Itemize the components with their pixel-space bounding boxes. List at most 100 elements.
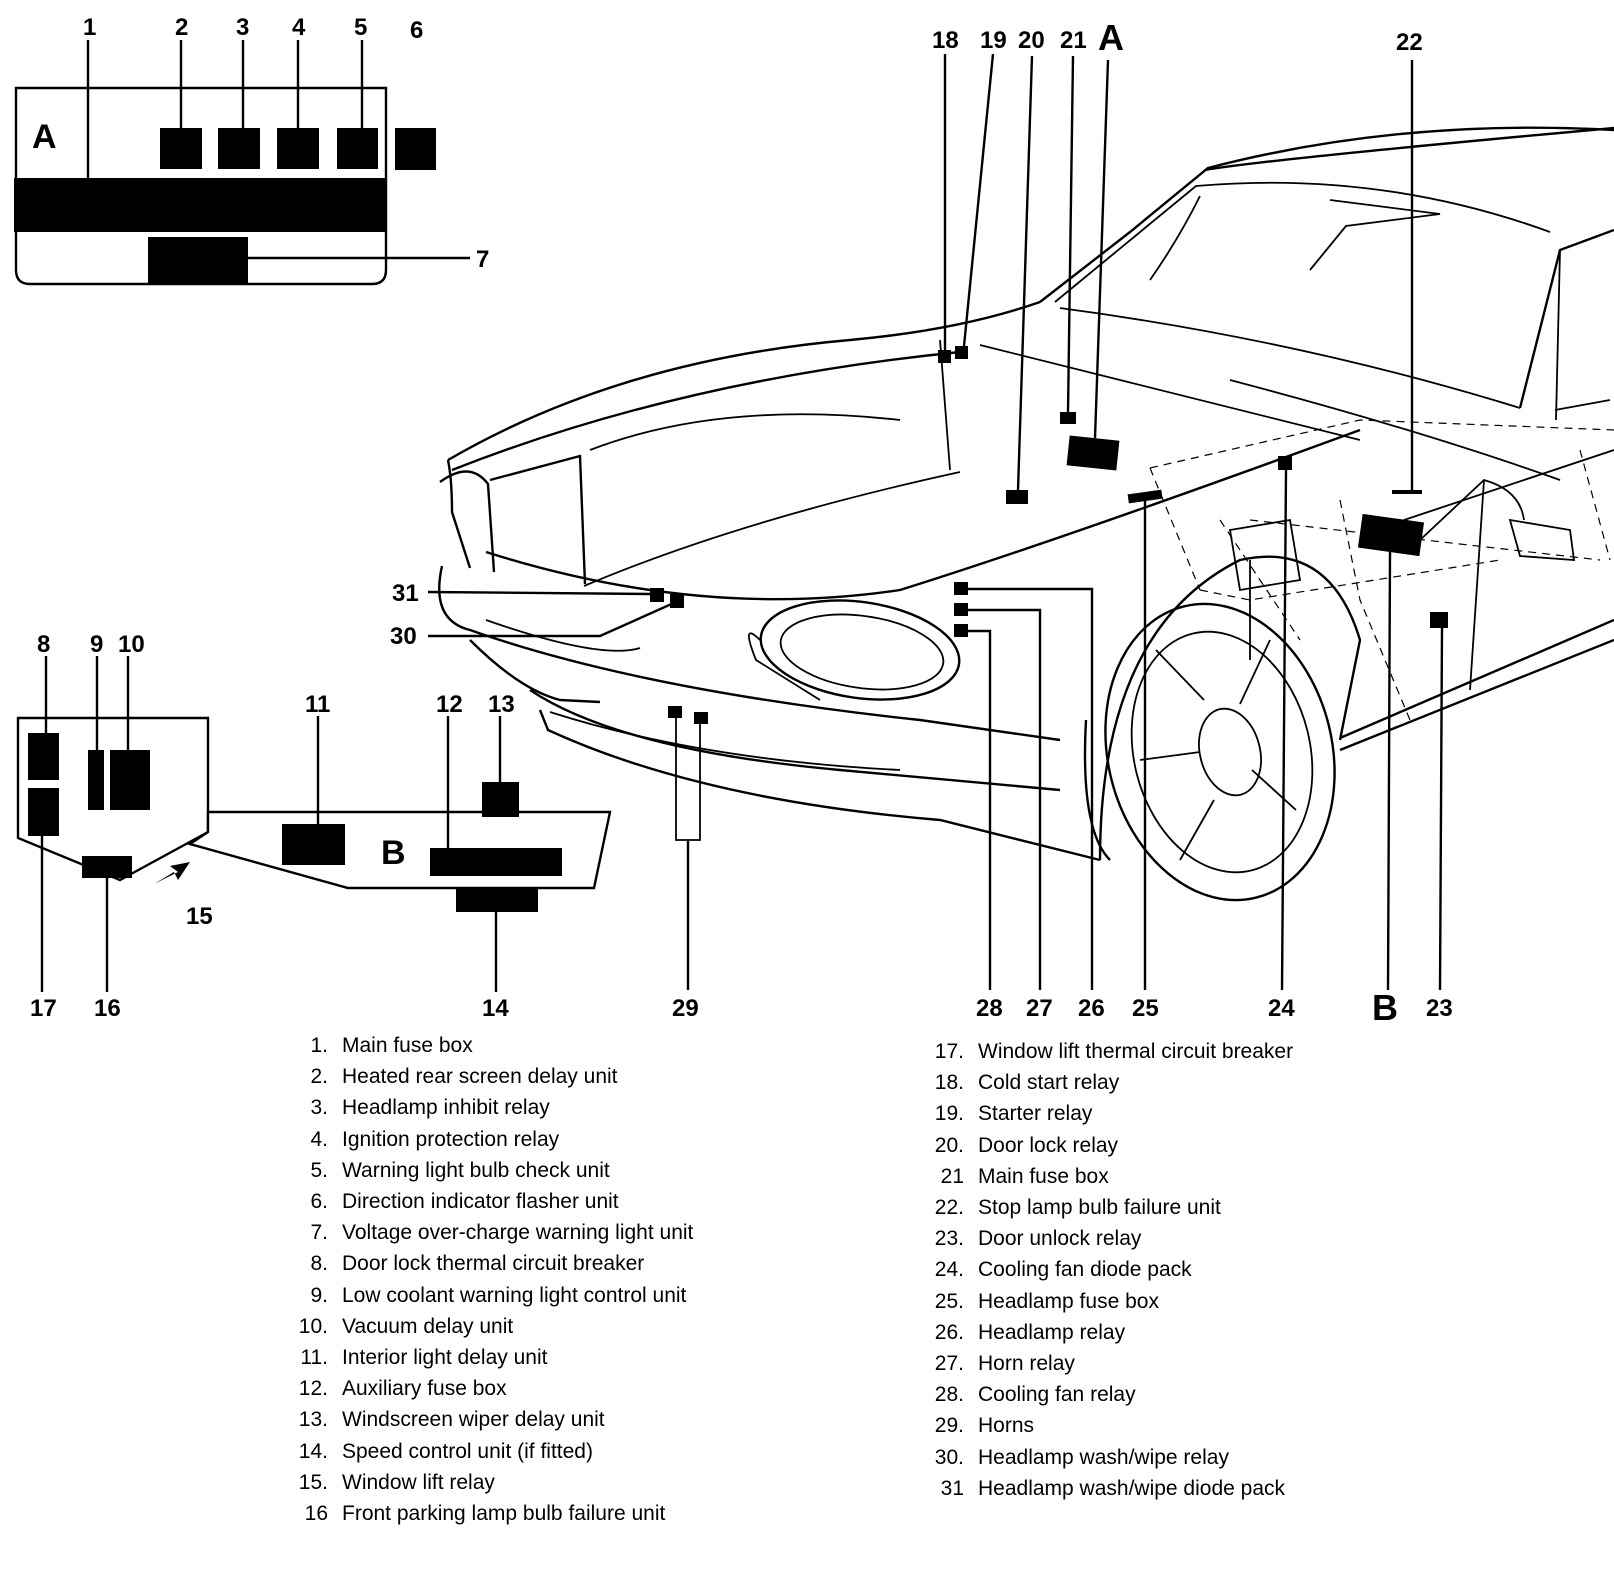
legend-item-label: Speed control unit (if fitted) <box>342 1439 593 1463</box>
car-horn-left <box>668 706 682 718</box>
legend-item-number: 24. <box>934 1258 964 1282</box>
callout-28: 28 <box>976 995 1003 1022</box>
callout-20: 20 <box>1018 27 1045 54</box>
legend-item: 7.Voltage over-charge warning light unit <box>292 1217 693 1248</box>
panel-b-unit-8 <box>28 733 59 780</box>
car-letter-a: A <box>1098 17 1124 58</box>
callout-30: 30 <box>390 623 417 650</box>
car-stop-lamp-unit <box>1357 513 1425 557</box>
legend-item: 5. Warning light bulb check unit <box>292 1155 693 1186</box>
callout-25: 25 <box>1132 995 1159 1022</box>
car-stop-lamp-bracket <box>1392 490 1422 494</box>
callout-6: 6 <box>410 17 423 44</box>
panel-a-letter: A <box>32 118 57 156</box>
callout-3: 3 <box>236 14 249 41</box>
callout-13: 13 <box>488 691 515 718</box>
legend-item: 17.Window lift thermal circuit breaker <box>928 1036 1293 1067</box>
car-headlamp-wash-relay <box>670 594 684 608</box>
panel-b-unit-9 <box>88 750 104 810</box>
legend-item-label: Cooling fan relay <box>978 1383 1136 1407</box>
legend-item-number: 5. <box>310 1158 328 1182</box>
legend-list-left: 1.Main fuse box 2. Heated rear screen dela… <box>292 1030 694 1529</box>
legend-item-label: Ignition protection relay <box>342 1127 560 1151</box>
legend-item: 16 Front parking lamp bulb failure unit <box>292 1498 693 1529</box>
legend-item-number: 15. <box>298 1470 328 1494</box>
car-cold-start-relay <box>938 350 951 363</box>
panel-a-relay-3 <box>218 128 260 169</box>
legend-item-number: 27. <box>934 1352 964 1376</box>
car-starter-relay <box>955 346 968 359</box>
legend-item-number: 30. <box>934 1445 964 1469</box>
legend-item-label: Window lift relay <box>342 1470 495 1494</box>
legend-item-label: Door lock relay <box>978 1133 1119 1157</box>
callout-29: 29 <box>672 995 699 1022</box>
panel-a: A 1 2 3 4 5 6 7 <box>14 14 489 286</box>
legend-item: 22.Stop lamp bulb failure unit <box>928 1192 1293 1223</box>
legend-item: 14.Speed control unit (if fitted) <box>292 1436 693 1467</box>
panel-a-relay-6 <box>395 128 436 170</box>
legend-item-number: 9. <box>310 1283 328 1307</box>
legend-item-number: 19. <box>934 1102 964 1126</box>
legend-item: 10. Vacuum delay unit <box>292 1311 693 1342</box>
legend-item-number: 11. <box>300 1346 328 1370</box>
window-lift-relay-arrow <box>154 862 190 884</box>
legend-item-label: Headlamp wash/wipe relay <box>978 1445 1229 1469</box>
legend-item-label: Headlamp inhibit relay <box>342 1096 550 1120</box>
callout-15: 15 <box>186 903 213 930</box>
legend-item: 1.Main fuse box <box>292 1030 693 1061</box>
car-cooling-fan-relay <box>954 624 968 637</box>
legend-item-number: 16 <box>304 1502 328 1526</box>
panel-a-fuse-strip <box>14 178 386 232</box>
legend-item-number: 13. <box>298 1408 328 1432</box>
panel-b-unit-16 <box>82 856 132 878</box>
legend-item: 12.Auxiliary fuse box <box>292 1373 693 1404</box>
legend-item-number: 26. <box>934 1320 964 1344</box>
legend-item-number: 4. <box>310 1127 328 1151</box>
legend-item: 19. Starter relay <box>928 1098 1293 1129</box>
legend-item-label: Front parking lamp bulb failure unit <box>342 1502 666 1526</box>
legend-item: 8.Door lock thermal circuit breaker <box>292 1248 693 1279</box>
legend-item-label: Headlamp relay <box>978 1320 1126 1344</box>
panel-b-unit-13 <box>482 782 519 817</box>
legend-item-label: Vacuum delay unit <box>342 1314 514 1338</box>
legend-item-number: 10. <box>298 1314 328 1338</box>
legend-item-label: Voltage over-charge warning light unit <box>342 1221 694 1245</box>
callout-2: 2 <box>175 14 188 41</box>
panel-b: B 8 9 10 11 12 13 14 15 16 17 <box>16 631 612 1022</box>
panel-b-letter: B <box>381 834 406 872</box>
legend-item-number: 21 <box>940 1164 964 1188</box>
callout-21: 21 <box>1060 27 1087 54</box>
legend-item-number: 17. <box>934 1040 964 1063</box>
legend-item-label: Heated rear screen delay unit <box>342 1065 618 1089</box>
legend-item-number: 2. <box>310 1065 328 1089</box>
callout-8: 8 <box>37 631 50 658</box>
callout-24: 24 <box>1268 995 1295 1022</box>
callout-14: 14 <box>482 995 509 1022</box>
legend-item-label: Horn relay <box>978 1352 1075 1376</box>
legend-item: 27. Horn relay <box>928 1348 1293 1379</box>
legend-item: 18.Cold start relay <box>928 1067 1293 1098</box>
legend-item-label: Horns <box>978 1414 1035 1438</box>
legend-item-number: 31 <box>940 1476 964 1500</box>
legend-item: 6.Direction indicator flasher unit <box>292 1186 693 1217</box>
car-door-lock-relay <box>1006 490 1028 504</box>
legend-item: 28.Cooling fan relay <box>928 1379 1293 1410</box>
panel-b-unit-17 <box>28 788 59 836</box>
car-headlamp-relay <box>954 582 968 595</box>
legend-item: 3.Headlamp inhibit relay <box>292 1092 693 1123</box>
car-horn-relay <box>954 603 968 616</box>
callout-26: 26 <box>1078 995 1105 1022</box>
legend-item-label: Main fuse box <box>978 1164 1109 1188</box>
callout-12: 12 <box>436 691 463 718</box>
legend-item: 24.Cooling fan diode pack <box>928 1254 1293 1285</box>
legend-item-label: Warning light bulb check unit <box>342 1158 610 1182</box>
callout-1: 1 <box>83 14 96 41</box>
callout-17: 17 <box>30 995 57 1022</box>
legend-item-label: Headlamp fuse box <box>978 1289 1159 1313</box>
car-headlamp-wash-diode <box>650 588 664 602</box>
panel-b-unit-14 <box>456 888 538 912</box>
legend-item-label: Starter relay <box>978 1102 1093 1126</box>
